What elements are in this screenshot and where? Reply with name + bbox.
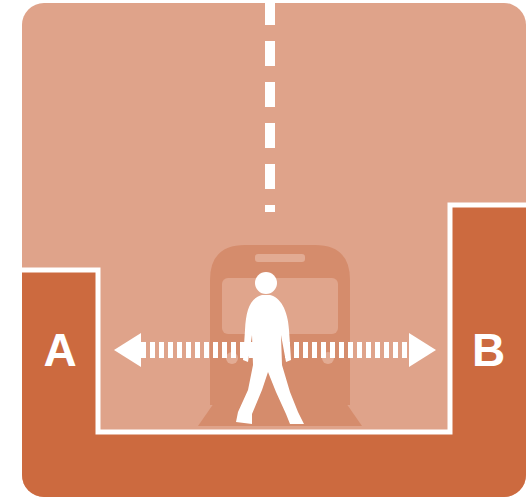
platform-box: B xyxy=(452,205,525,495)
pedestrian-head xyxy=(255,272,277,294)
pedestrian-body xyxy=(236,295,304,424)
track-centerline xyxy=(265,3,275,212)
pedestrian-symbol xyxy=(236,272,304,424)
train-light xyxy=(322,352,334,364)
train-symbol xyxy=(198,245,362,426)
train-light xyxy=(226,352,238,364)
train-sign xyxy=(255,254,305,262)
platform-box: A xyxy=(22,270,98,430)
train-base xyxy=(198,403,362,426)
platform-well xyxy=(22,205,526,497)
platform-label: A xyxy=(43,327,76,373)
crossing-arrow xyxy=(114,333,436,367)
arrow-shaft xyxy=(141,342,409,358)
platform-label: B xyxy=(472,327,505,373)
arrow-head xyxy=(409,333,436,367)
arrow-head xyxy=(114,333,141,367)
platform-edge xyxy=(22,205,526,432)
track-area xyxy=(22,3,526,497)
